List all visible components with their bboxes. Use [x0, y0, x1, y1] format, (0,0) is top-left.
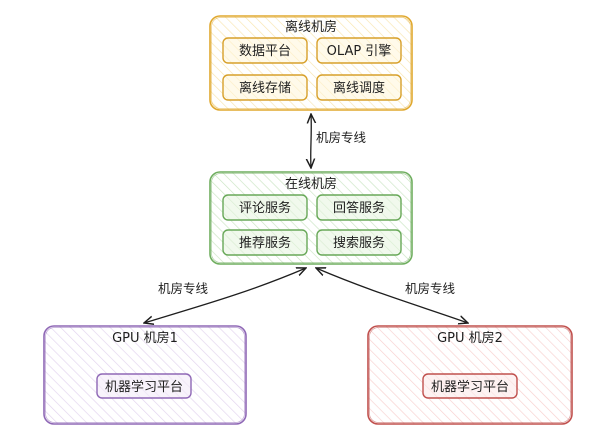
online-room: 在线机房 评论服务 回答服务 推荐服务 搜索服务 [209, 171, 413, 265]
svg-text:机器学习平台: 机器学习平台 [105, 379, 183, 395]
svg-text:离线存储: 离线存储 [239, 80, 291, 96]
gpu-room-2-ml-platform: 机器学习平台 [422, 373, 518, 399]
offline-room-title: 离线机房 [285, 19, 337, 35]
link-online-gpu2: 机房专线 [316, 268, 468, 323]
offline-item-storage: 离线存储 [222, 74, 308, 101]
svg-text:OLAP 引擎: OLAP 引擎 [327, 44, 392, 59]
gpu-room-2: GPU 机房2 机器学习平台 [367, 325, 573, 425]
svg-text:数据平台: 数据平台 [239, 44, 291, 59]
link-offline-online-arrow [311, 114, 312, 168]
online-item-answer-service: 回答服务 [316, 194, 402, 221]
online-item-search-service: 搜索服务 [316, 229, 402, 256]
link-online-gpu1: 机房专线 [144, 268, 306, 323]
link-online-gpu2-label: 机房专线 [405, 281, 456, 296]
link-online-gpu2-arrow [316, 268, 468, 323]
gpu-room-1-title: GPU 机房1 [112, 330, 178, 346]
svg-text:推荐服务: 推荐服务 [239, 235, 291, 251]
gpu-room-1: GPU 机房1 机器学习平台 [43, 325, 247, 425]
offline-item-olap-engine: OLAP 引擎 [316, 37, 402, 64]
svg-text:机器学习平台: 机器学习平台 [431, 379, 509, 395]
offline-item-data-platform: 数据平台 [222, 37, 308, 64]
link-offline-online: 机房专线 [311, 114, 367, 168]
offline-room: 离线机房 数据平台 OLAP 引擎 离线存储 离线调度 [209, 15, 413, 111]
svg-text:离线调度: 离线调度 [333, 80, 385, 96]
link-online-gpu1-label: 机房专线 [158, 281, 209, 296]
gpu-room-2-title: GPU 机房2 [437, 330, 503, 346]
offline-item-scheduler: 离线调度 [316, 74, 402, 101]
svg-text:回答服务: 回答服务 [333, 200, 385, 216]
online-item-comment-service: 评论服务 [222, 194, 308, 221]
link-online-gpu1-arrow [144, 268, 306, 323]
online-item-recommend-service: 推荐服务 [222, 229, 308, 256]
svg-text:评论服务: 评论服务 [239, 200, 291, 216]
gpu-room-1-ml-platform: 机器学习平台 [96, 373, 192, 399]
link-offline-online-label: 机房专线 [316, 130, 367, 145]
svg-text:搜索服务: 搜索服务 [333, 235, 385, 251]
online-room-title: 在线机房 [285, 176, 337, 192]
